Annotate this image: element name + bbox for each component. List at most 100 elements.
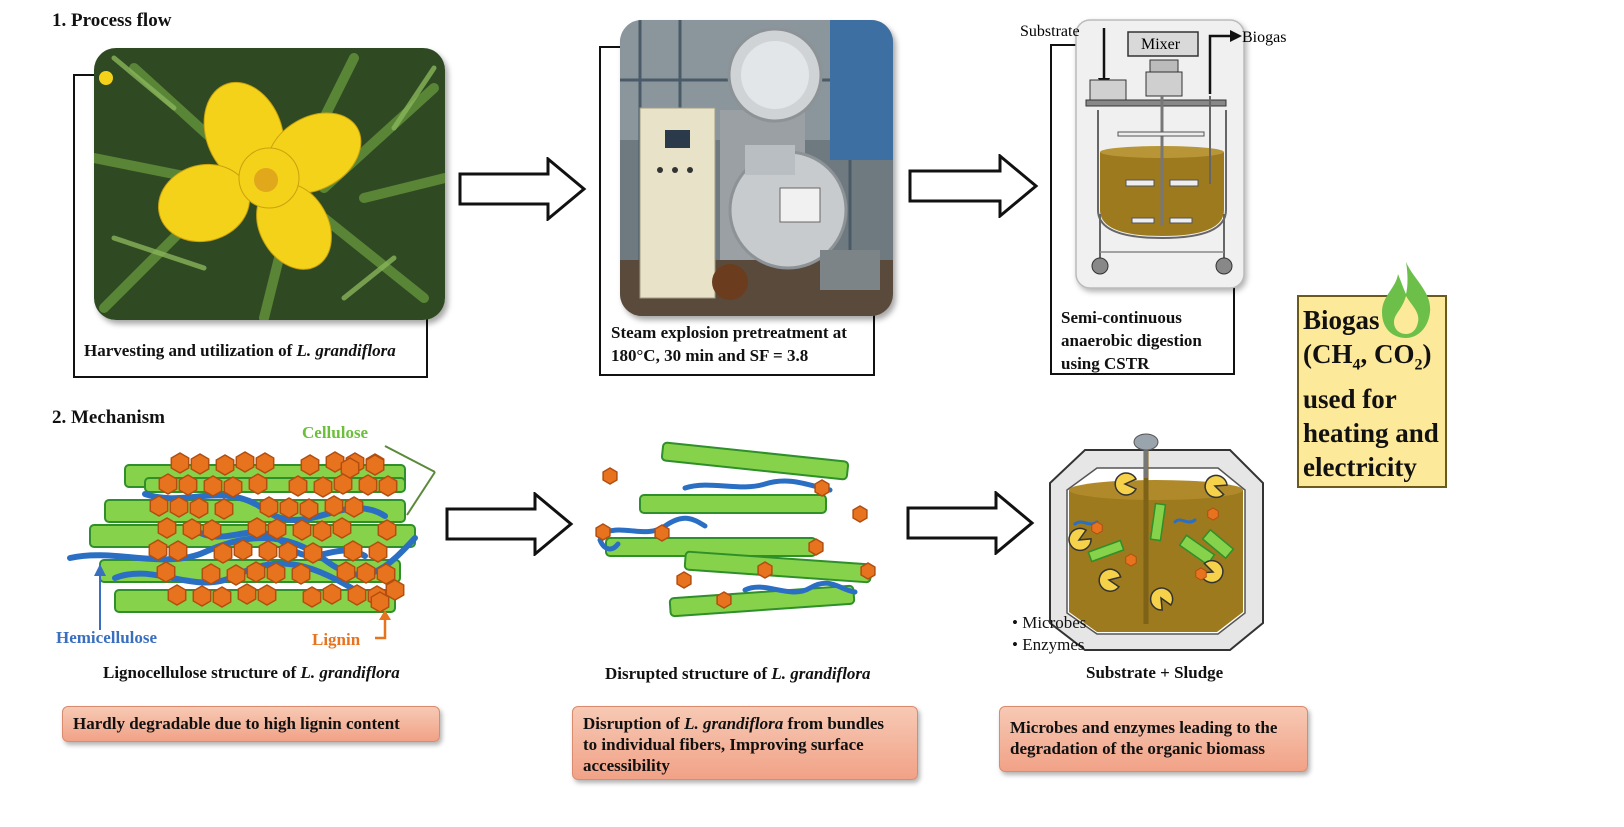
lignin-hexagon	[312, 520, 332, 542]
step2-caption: Steam explosion pretreatment at 180°C, 3…	[611, 323, 847, 365]
lignin-hexagon	[654, 524, 670, 542]
lignin-hexagon	[860, 562, 876, 580]
lignin-hexagon	[852, 505, 868, 523]
lignin-hexagon	[332, 517, 352, 539]
lignin-hexagon	[716, 591, 732, 609]
lignin-hexagon	[376, 563, 396, 585]
lignin-hexagon	[255, 452, 275, 474]
lignin-hexagon	[292, 519, 312, 541]
lignin-hexagon	[215, 454, 235, 476]
lignin-hexagon	[266, 562, 286, 584]
step3-caption: Semi-continuous anaerobic digestion usin…	[1061, 308, 1202, 373]
mech2-caption: Disrupted structure of L. grandiflora	[605, 664, 871, 683]
lignin-hexagon	[257, 584, 277, 606]
lignin-hexagon	[299, 498, 319, 520]
lignin-hexagon	[182, 518, 202, 540]
bullet-enzymes: Enzymes	[1022, 635, 1085, 654]
mech1-caption: Lignocellulose structure of L. grandiflo…	[103, 663, 400, 682]
lignin-hexagon	[676, 571, 692, 589]
arrow-right-icon	[445, 492, 574, 556]
lignin-hexagon	[322, 583, 342, 605]
lignin-hexagon	[246, 561, 266, 583]
lignin-hexagon	[1091, 521, 1103, 535]
lignin-hexagon	[291, 563, 311, 585]
lignin-hexagon	[214, 498, 234, 520]
microbe-icon	[1114, 472, 1138, 496]
lignin-hexagon	[156, 561, 176, 583]
lignin-hexagon	[170, 452, 190, 474]
label-substrate: Substrate	[1020, 23, 1080, 40]
lignin-hexagon	[303, 542, 323, 564]
lignocellulose-diagram	[67, 445, 436, 640]
lignin-hexagon	[347, 584, 367, 606]
lignin-hexagon	[340, 457, 360, 479]
digester-diagram	[1049, 433, 1264, 651]
lignin-hexagon	[1125, 553, 1137, 567]
lignin-hexagon	[213, 542, 233, 564]
lignin-hexagon	[235, 451, 255, 473]
lignin-hexagon	[313, 476, 333, 498]
lignin-hexagon	[595, 523, 611, 541]
mech2-note-box: Disruption of L. grandiflora from bundle…	[572, 706, 918, 780]
section-title-mechanism: 2. Mechanism	[52, 407, 165, 428]
lignin-hexagon	[808, 538, 824, 556]
lignin-hexagon	[192, 585, 212, 607]
disrupted-structure-diagram	[595, 441, 876, 618]
lignin-hexagon	[324, 495, 344, 517]
lignin-hexagon	[157, 517, 177, 539]
lignin-hexagon	[259, 496, 279, 518]
lignin-hexagon	[1207, 507, 1219, 521]
lignin-hexagon	[602, 467, 618, 485]
flame-icon	[1382, 262, 1431, 338]
lignin-hexagon	[167, 584, 187, 606]
lignin-hexagon	[247, 517, 267, 539]
lignin-hexagon	[248, 473, 268, 495]
lignin-hexagon	[343, 540, 363, 562]
lignin-hexagon	[169, 496, 189, 518]
lignin-hexagon	[356, 562, 376, 584]
lignin-hexagon	[267, 518, 287, 540]
lignin-hexagon	[325, 451, 345, 473]
lignin-hexagon	[757, 561, 773, 579]
lignin-hexagon	[814, 479, 830, 497]
lignin-hexagon	[201, 563, 221, 585]
lignin-hexagon	[233, 539, 253, 561]
step1-bracket	[73, 74, 428, 378]
lignin-hexagon	[237, 583, 257, 605]
lignin-hexagon	[178, 474, 198, 496]
lignin-hexagon	[223, 476, 243, 498]
lignin-hexagon	[148, 539, 168, 561]
arrow-right-icon	[908, 154, 1039, 218]
lignin-hexagon	[358, 474, 378, 496]
lignin-hexagon	[190, 453, 210, 475]
lignin-hexagon	[258, 540, 278, 562]
arrow-right-icon	[906, 491, 1035, 555]
lignin-hexagon	[278, 541, 298, 563]
section-title-process-flow: 1. Process flow	[52, 10, 172, 31]
lignin-hexagon	[378, 475, 398, 497]
lignin-hexagon	[300, 454, 320, 476]
lignin-hexagon	[226, 564, 246, 586]
lignin-hexagon	[203, 475, 223, 497]
lignin-hexagon	[377, 519, 397, 541]
label-cellulose: Cellulose	[302, 423, 369, 442]
lignin-hexagon	[344, 496, 364, 518]
lignin-hexagon	[365, 454, 385, 476]
microbe-icon	[1149, 587, 1174, 611]
label-mixer: Mixer	[1141, 36, 1181, 53]
bullet-microbes: Microbes	[1022, 613, 1087, 632]
step1-caption: Harvesting and utilization of L. grandif…	[84, 341, 396, 360]
plant-photo	[94, 48, 445, 320]
label-lignin: Lignin	[312, 630, 361, 649]
lignin-hexagon	[1195, 567, 1207, 581]
lignin-hexagon	[212, 586, 232, 608]
label-hemicellulose: Hemicellulose	[56, 628, 158, 647]
lignin-hexagon	[385, 579, 405, 601]
lignin-hexagon	[189, 497, 209, 519]
lignin-hexagon	[158, 473, 178, 495]
lignin-hexagon	[302, 586, 322, 608]
microbe-icon	[1204, 474, 1228, 499]
mech1-note-box: Hardly degradable due to high lignin con…	[62, 706, 440, 742]
lignin-hexagon	[168, 540, 188, 562]
arrow-right-icon	[458, 157, 587, 221]
